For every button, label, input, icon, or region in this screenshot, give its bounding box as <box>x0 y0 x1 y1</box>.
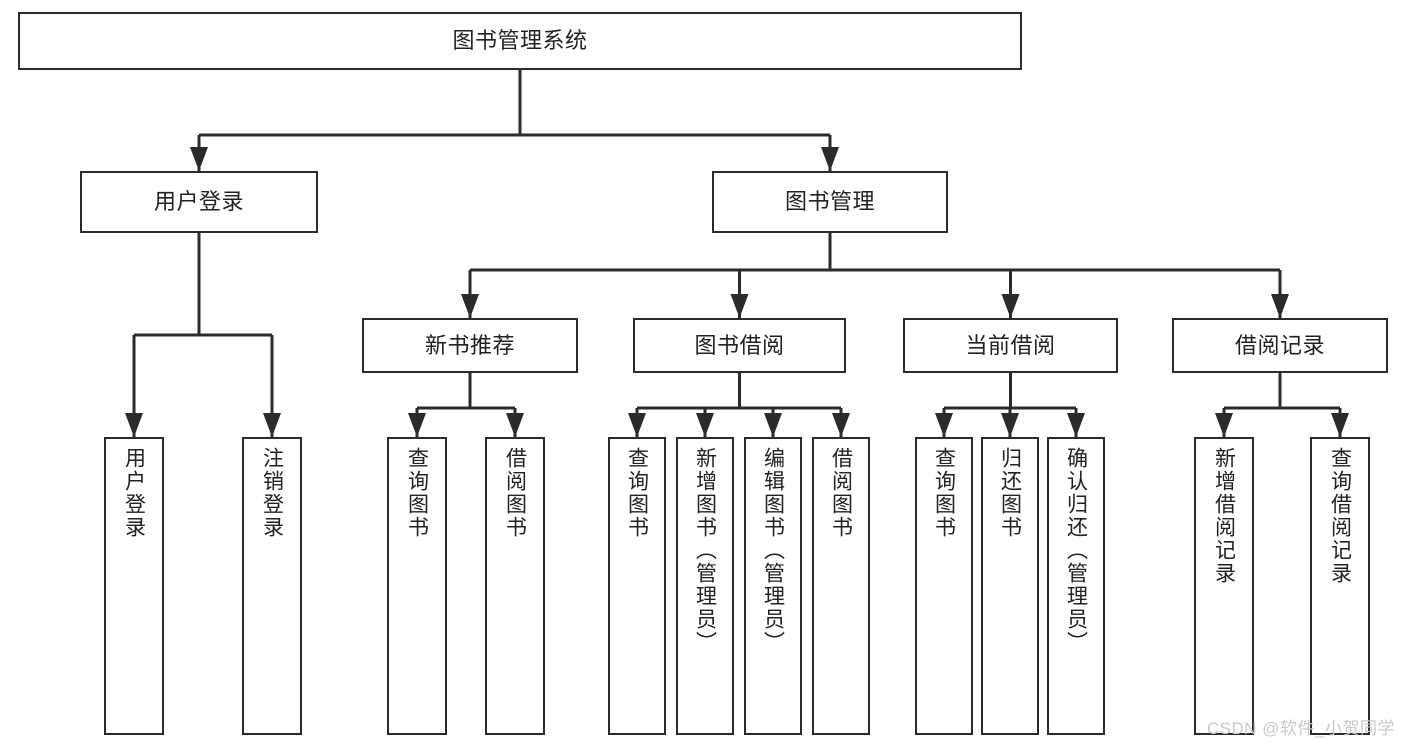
arrowhead-icon <box>1001 413 1019 437</box>
node-current-borrow: 当前借阅 <box>903 318 1118 373</box>
arrowhead-icon <box>832 413 850 437</box>
node-leaf-query-borrow-record: 查询借阅记录 <box>1310 437 1370 735</box>
arrowhead-icon <box>1215 413 1233 437</box>
node-book-borrow: 图书借阅 <box>633 318 846 373</box>
node-label: 注销登录 <box>260 447 284 539</box>
node-label: 新书推荐 <box>424 332 515 358</box>
node-leaf-return-book: 归还图书 <box>981 437 1039 735</box>
node-borrow-record: 借阅记录 <box>1172 318 1388 373</box>
arrowhead-icon <box>506 413 524 437</box>
node-label: 当前借阅 <box>965 332 1056 358</box>
node-leaf-edit-book: 编辑图书（管理员） <box>744 437 802 735</box>
node-label: 新增图书（管理员） <box>693 447 717 654</box>
node-label: 用户登录 <box>122 447 146 539</box>
arrowhead-icon <box>764 413 782 437</box>
node-leaf-query-book-borrow: 查询图书 <box>608 437 666 735</box>
node-label: 查询图书 <box>932 447 956 539</box>
arrowhead-icon <box>1001 294 1020 318</box>
node-label: 查询借阅记录 <box>1328 447 1352 585</box>
node-label: 确认归还（管理员） <box>1064 447 1088 654</box>
node-leaf-query-book-current: 查询图书 <box>915 437 973 735</box>
node-leaf-confirm-return: 确认归还（管理员） <box>1047 437 1105 735</box>
node-label: 图书借阅 <box>694 332 785 358</box>
node-root: 图书管理系统 <box>18 12 1022 70</box>
node-leaf-add-book: 新增图书（管理员） <box>676 437 734 735</box>
node-label: 新增借阅记录 <box>1212 447 1236 585</box>
node-label: 图书管理 <box>784 189 875 215</box>
arrowhead-icon <box>461 294 479 318</box>
arrowhead-icon <box>628 413 646 437</box>
arrowhead-icon <box>1067 413 1085 437</box>
arrowhead-icon <box>408 413 426 437</box>
arrowhead-icon <box>935 413 953 437</box>
node-label: 借阅记录 <box>1234 332 1325 358</box>
arrowhead-icon <box>263 413 281 437</box>
node-label: 归还图书 <box>998 447 1022 539</box>
node-label: 用户登录 <box>153 189 244 215</box>
arrowhead-icon <box>125 413 143 437</box>
node-label: 图书管理系统 <box>452 28 588 54</box>
node-leaf-borrow-book-recommend: 借阅图书 <box>485 437 545 735</box>
arrowhead-icon <box>1331 413 1349 437</box>
watermark: CSDN @软件_小贺同学 <box>1206 719 1395 738</box>
node-user-login: 用户登录 <box>80 171 318 233</box>
node-label: 借阅图书 <box>503 447 527 539</box>
node-label: 编辑图书（管理员） <box>761 447 785 654</box>
node-leaf-logout: 注销登录 <box>242 437 302 735</box>
arrowhead-icon <box>821 147 839 171</box>
node-leaf-borrow-book: 借阅图书 <box>812 437 870 735</box>
arrowhead-icon <box>696 413 714 437</box>
arrowhead-icon <box>190 147 208 171</box>
node-book-manage: 图书管理 <box>712 171 948 233</box>
node-leaf-query-book-recommend: 查询图书 <box>387 437 447 735</box>
arrowhead-icon <box>730 294 749 318</box>
node-leaf-add-borrow-record: 新增借阅记录 <box>1194 437 1254 735</box>
node-label: 查询图书 <box>405 447 429 539</box>
node-leaf-user-login: 用户登录 <box>104 437 164 735</box>
node-new-book-recommend: 新书推荐 <box>362 318 578 373</box>
node-label: 查询图书 <box>625 447 649 539</box>
node-label: 借阅图书 <box>829 447 853 539</box>
arrowhead-icon <box>1271 294 1289 318</box>
